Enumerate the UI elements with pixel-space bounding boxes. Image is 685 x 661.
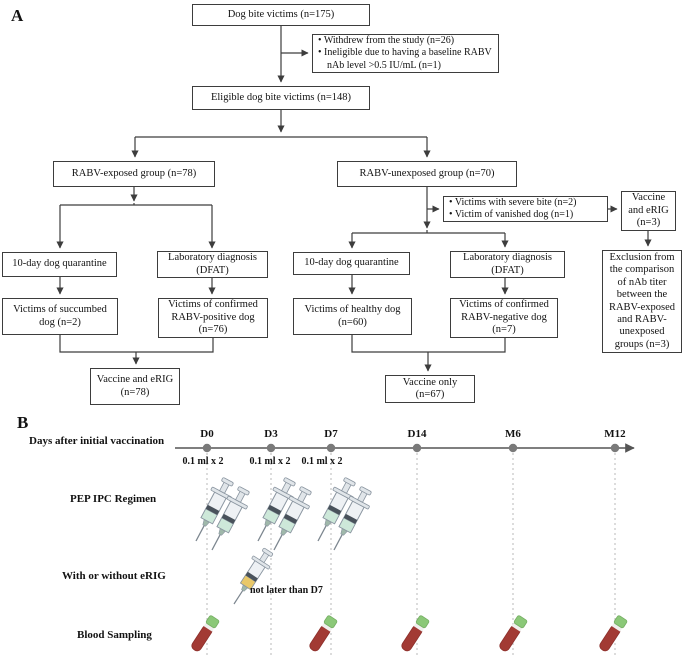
panel-a-label: A bbox=[11, 6, 24, 25]
box-vaccine-only: Vaccine only (n=67) bbox=[385, 375, 475, 403]
dose-label-d3: 0.1 ml x 2 bbox=[249, 456, 291, 467]
box-quarantine-unexposed: 10-day dog quarantine bbox=[293, 252, 410, 275]
timeline-row-label: Days after initial vaccination bbox=[29, 435, 165, 447]
excluded-item: • Victim of vanished dog (n=1) bbox=[449, 209, 574, 220]
timepoint-d0: D0 bbox=[200, 428, 214, 440]
box-exclusion-note: Exclusion from the comparison of nAb tit… bbox=[602, 250, 682, 353]
box-rabv-exposed-group: RABV-exposed group (n=78) bbox=[53, 161, 215, 187]
dose-label-d7: 0.1 ml x 2 bbox=[301, 456, 343, 467]
excluded-item: • Victims with severe bite (n=2) bbox=[449, 196, 577, 208]
box-rabv-negative-dog: Victims of confirmed RABV-negative dog (… bbox=[450, 298, 558, 338]
withdrawn-item: • Ineligible due to having a baseline RA… bbox=[318, 47, 492, 71]
box-succumbed-dog: Victims of succumbed dog (n=2) bbox=[2, 298, 118, 335]
box-dog-bite-victims: Dog bite victims (n=175) bbox=[192, 4, 370, 26]
erig-timing-note: not later than D7 bbox=[250, 585, 323, 596]
box-eligible-victims: Eligible dog bite victims (n=148) bbox=[192, 86, 370, 110]
timepoint-m6: M6 bbox=[505, 428, 521, 440]
box-vaccine-erig-n78: Vaccine and eRIG (n=78) bbox=[90, 368, 180, 405]
blood-row-label: Blood Sampling bbox=[77, 629, 152, 641]
box-dfat-exposed: Laboratory diagnosis (DFAT) bbox=[157, 251, 268, 278]
timepoint-d14: D14 bbox=[407, 428, 427, 440]
panel-b-label: B bbox=[17, 413, 29, 432]
timeline-dots bbox=[202, 443, 620, 453]
blood-tube-m6 bbox=[497, 614, 529, 654]
box-rabv-positive-dog: Victims of confirmed RABV-positive dog (… bbox=[158, 298, 268, 338]
blood-tube-icons bbox=[189, 614, 629, 654]
erig-row-label: With or without eRIG bbox=[62, 570, 166, 582]
vaccine-syringe-pair-d0 bbox=[185, 474, 255, 556]
box-healthy-dog: Victims of healthy dog (n=60) bbox=[293, 298, 412, 335]
box-vaccine-erig-n3: Vaccine and eRIG (n=3) bbox=[621, 191, 676, 231]
timepoint-m12: M12 bbox=[604, 428, 626, 440]
erig-syringe-icon bbox=[224, 544, 278, 611]
blood-tube-m12 bbox=[597, 614, 629, 654]
vaccine-syringe-pair-d3 bbox=[247, 474, 317, 556]
flowchart-connectors bbox=[56, 26, 652, 372]
box-rabv-unexposed-group: RABV-unexposed group (n=70) bbox=[337, 161, 517, 187]
timepoint-d7: D7 bbox=[324, 428, 338, 440]
vaccine-syringe-pair-d7 bbox=[307, 474, 377, 556]
pep-row-label: PEP IPC Regimen bbox=[70, 493, 157, 505]
box-quarantine-exposed: 10-day dog quarantine bbox=[2, 252, 117, 277]
timepoint-d3: D3 bbox=[264, 428, 278, 440]
blood-tube-d14 bbox=[399, 614, 431, 654]
withdrawn-item: • Withdrew from the study (n=26) bbox=[318, 34, 455, 46]
dose-label-d0: 0.1 ml x 2 bbox=[182, 456, 224, 467]
vaccination-timeline bbox=[175, 443, 635, 656]
box-excluded-victims: • Victims with severe bite (n=2) • Victi… bbox=[443, 196, 608, 222]
blood-tube-d7 bbox=[307, 614, 339, 654]
box-withdrawn: • Withdrew from the study (n=26) • Ineli… bbox=[312, 34, 499, 73]
blood-tube-d0 bbox=[189, 614, 221, 654]
box-dfat-unexposed: Laboratory diagnosis (DFAT) bbox=[450, 251, 565, 278]
